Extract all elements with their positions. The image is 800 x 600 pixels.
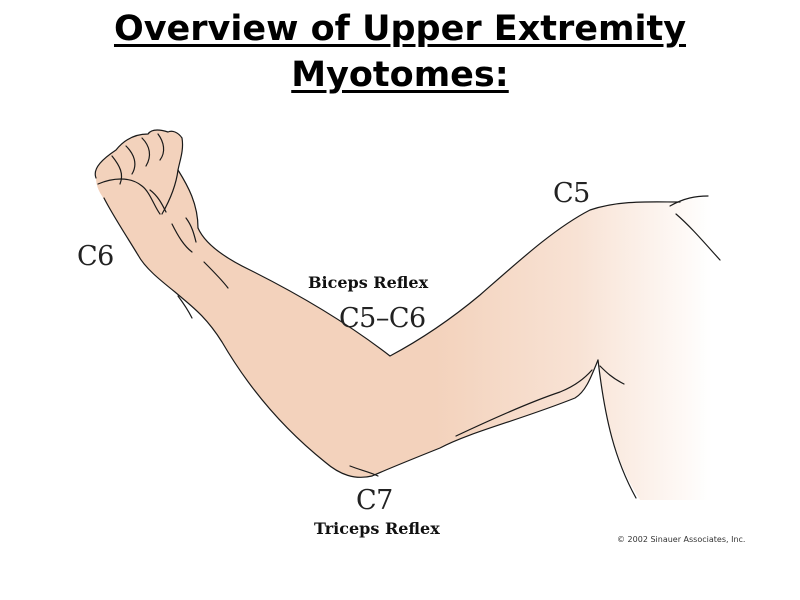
label-c7: C7 — [356, 485, 393, 516]
biceps-reflex-label: Biceps Reflex — [308, 273, 429, 292]
label-c6: C6 — [77, 241, 114, 272]
title-line-1: Overview of Upper Extremity — [113, 9, 687, 49]
label-c5: C5 — [553, 178, 590, 209]
slide-title: Overview of Upper Extremity Myotomes: — [0, 6, 800, 98]
triceps-reflex-label: Triceps Reflex — [314, 519, 440, 538]
arm-shape — [95, 130, 712, 500]
title-line-2: Myotomes: — [291, 55, 509, 95]
arm-outline — [94, 129, 721, 499]
label-c5-c6: C5–C6 — [339, 303, 426, 334]
copyright-notice: © 2002 Sinauer Associates, Inc. — [617, 535, 746, 544]
